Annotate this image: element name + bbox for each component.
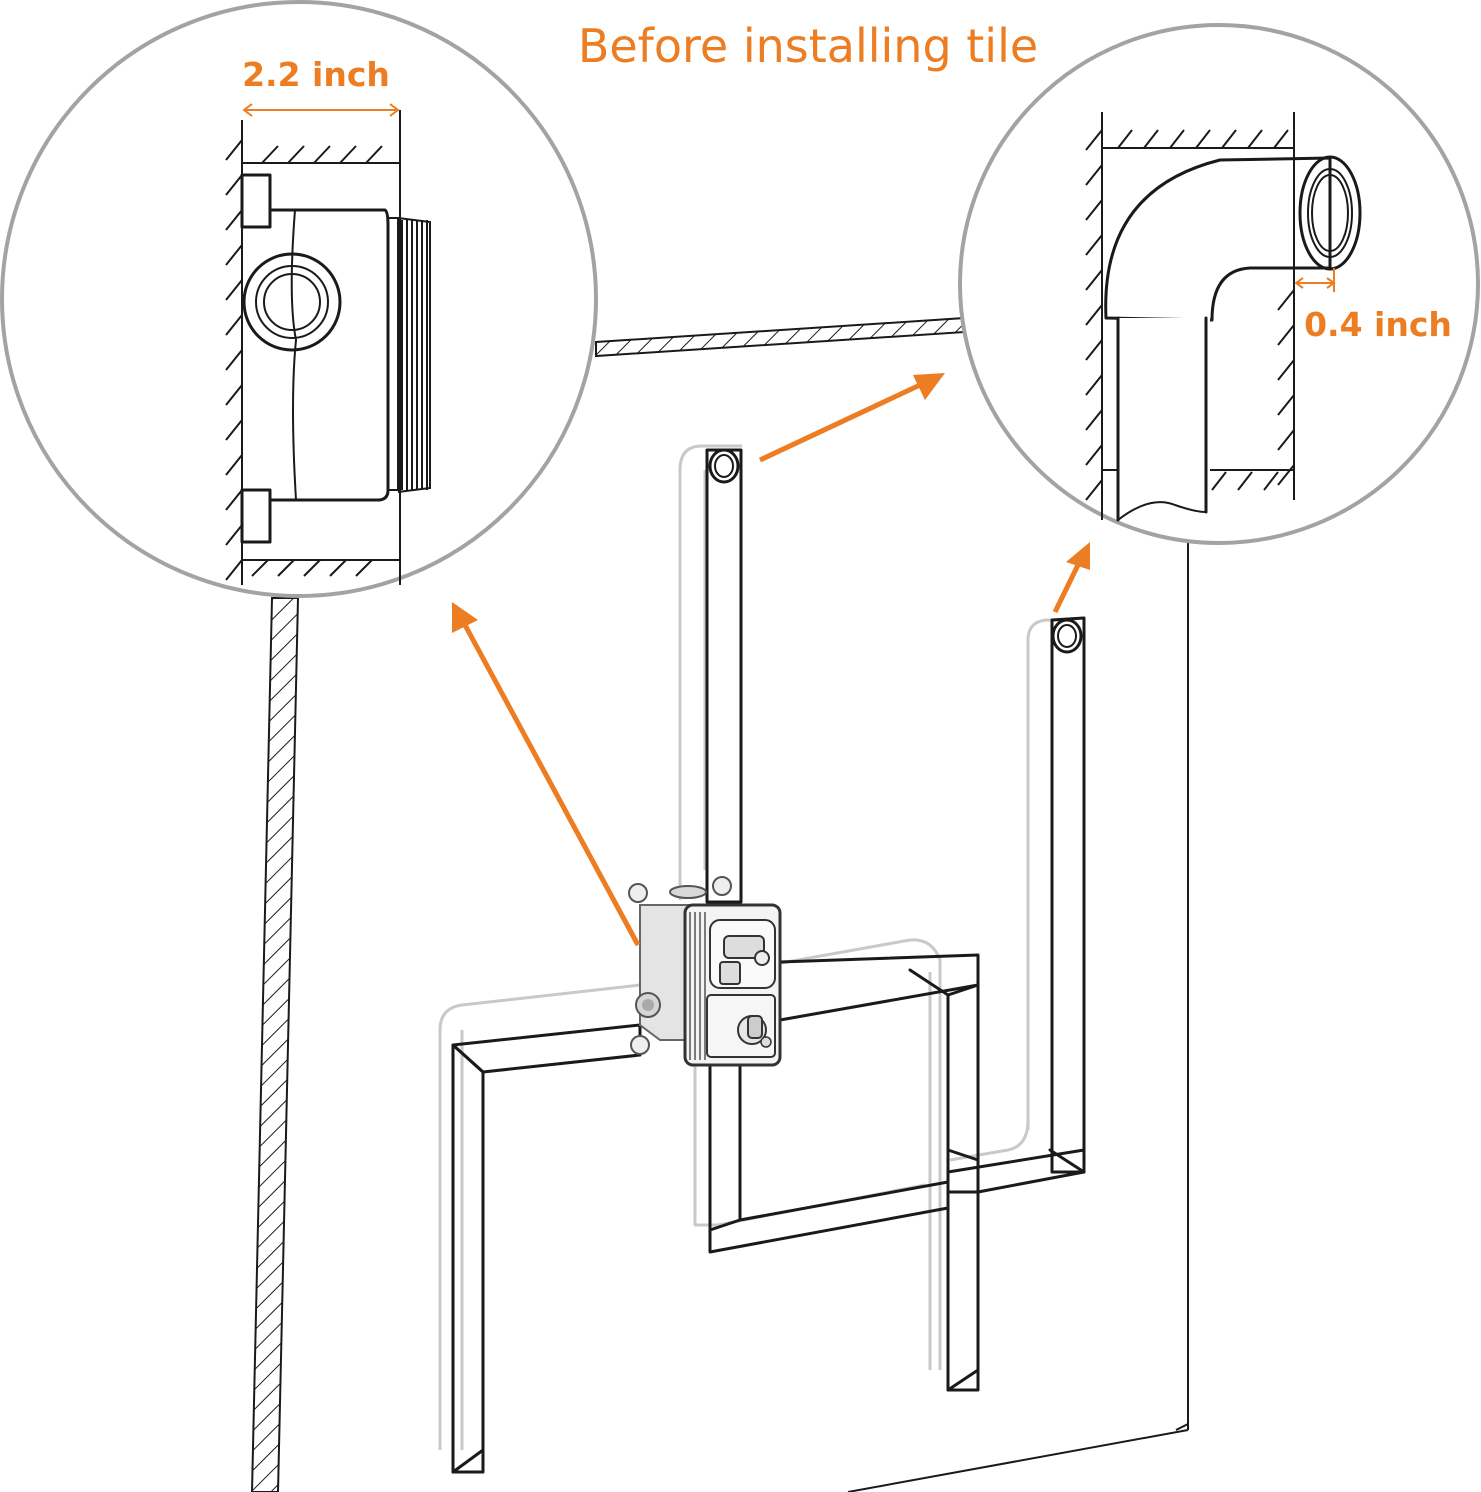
floor-edge [847, 1429, 1189, 1492]
detail-top-wall [242, 145, 400, 164]
elbow-offset-label: 0.4 inch [1304, 305, 1452, 344]
upper-riser-outlet [708, 448, 740, 484]
detail-bottom-wall [242, 559, 400, 577]
shower-valve-icon [628, 876, 782, 1067]
right-riser-outlet [1051, 618, 1083, 654]
elbow-detail-right-wall [1277, 112, 1295, 500]
top-beam [595, 316, 966, 358]
pipe-elbow-icon [1104, 155, 1362, 522]
wall-structure [250, 316, 1189, 1492]
left-drop-pipe [451, 1043, 485, 1474]
arrow-to-elbow-detail [758, 373, 945, 463]
arrow-to-elbow-detail-2 [1052, 542, 1090, 614]
elbow-detail-top-wall [1102, 129, 1294, 149]
valve-depth-dimension: 2.2 inch [242, 55, 400, 117]
right-connector-pipe [946, 1148, 1086, 1194]
page-title: Before installing tile [578, 19, 1038, 73]
left-stud [250, 597, 300, 1492]
elbow-detail-left-wall [1085, 112, 1103, 520]
elbow-offset-dimension: 0.4 inch [1294, 268, 1452, 344]
elbow-offset-detail: 0.4 inch [958, 23, 1480, 545]
valve-depth-detail: 2.2 inch [0, 0, 598, 598]
callout-arrows [452, 373, 1090, 947]
floor-edge-tick [1175, 1423, 1189, 1431]
lower-loop-pipe [708, 1058, 950, 1254]
right-riser-pipe [1050, 616, 1086, 1174]
pipes-front-layer [451, 448, 1086, 1474]
valve-depth-label: 2.2 inch [242, 55, 390, 94]
upper-riser-pipe [705, 448, 743, 904]
right-drop-pipe [946, 983, 980, 1392]
arrow-to-valve-detail [452, 602, 641, 947]
valve-body-side-view [242, 208, 431, 502]
